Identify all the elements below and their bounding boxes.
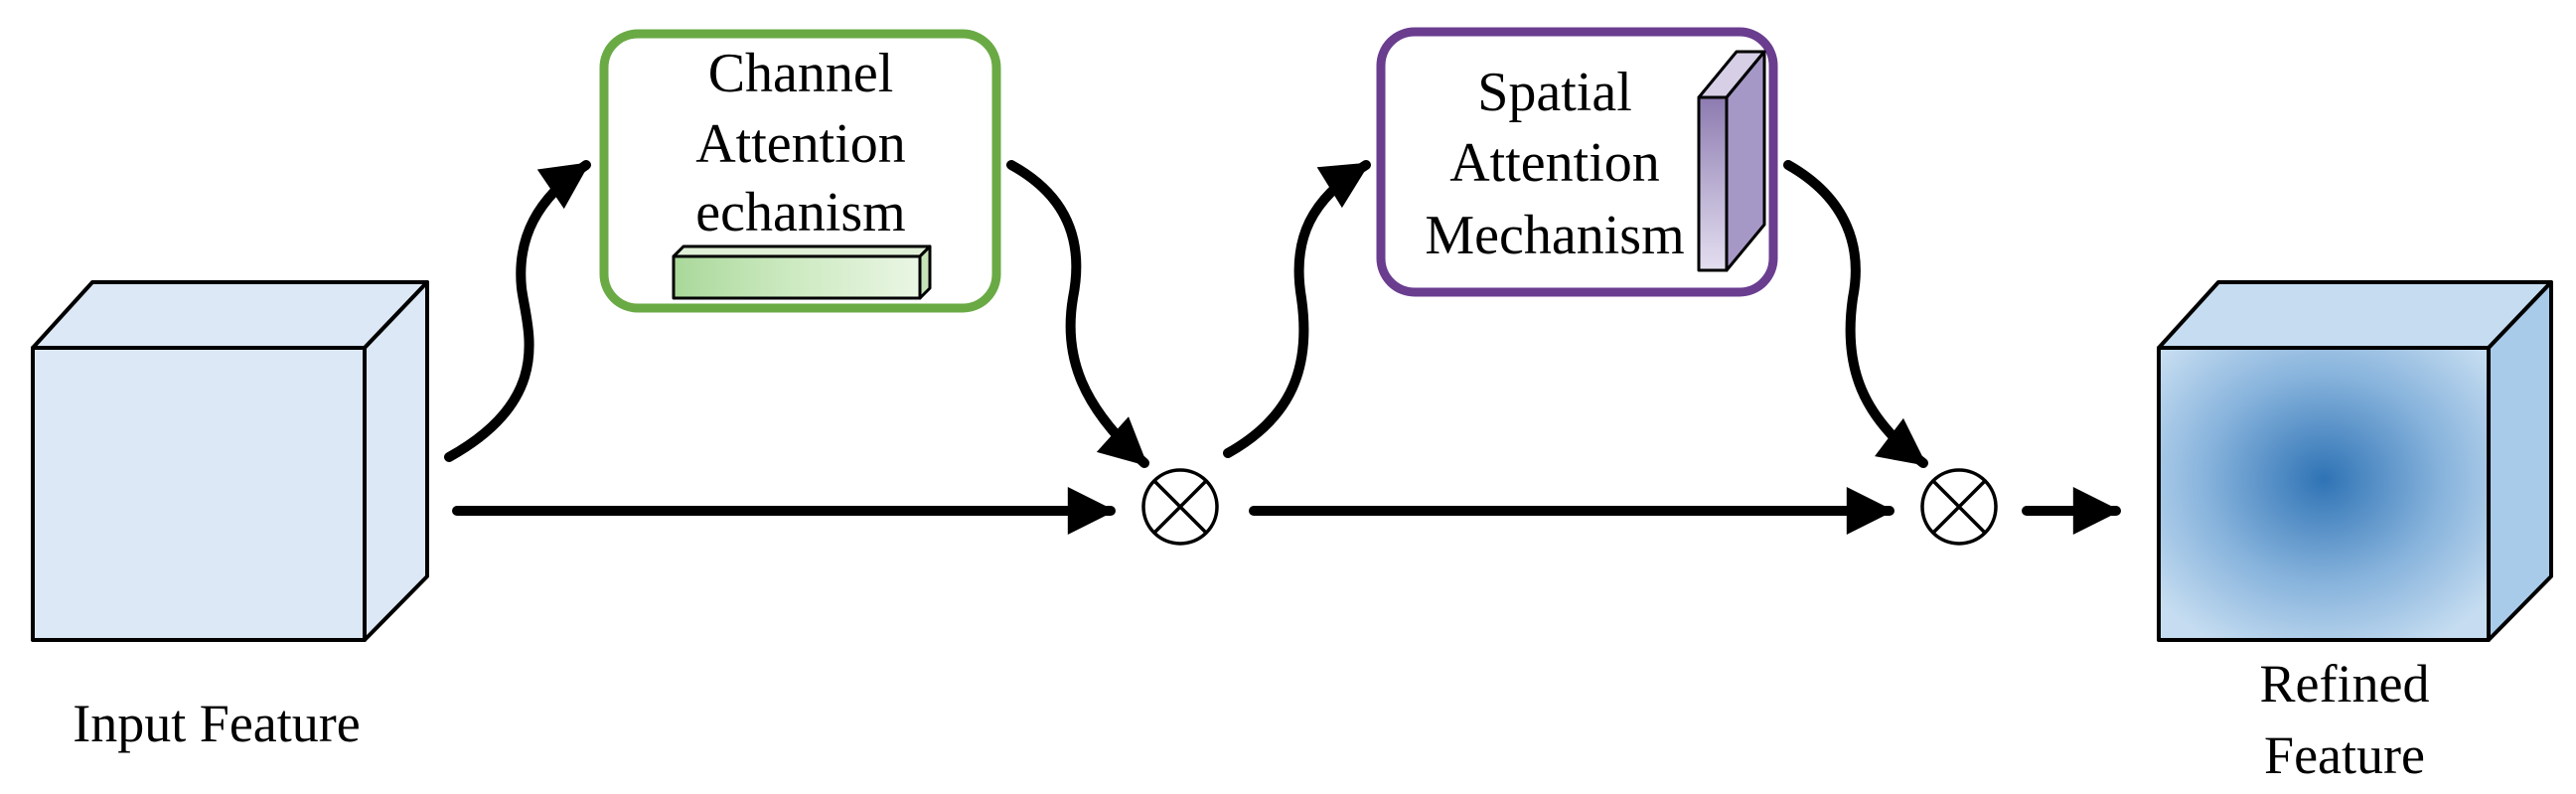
- arrow-spatial-attention-to-multiply-2: [1783, 160, 1928, 468]
- arrow-channel-attention-to-multiply-1: [1006, 160, 1149, 468]
- multiply-operator-1: [1141, 468, 1219, 546]
- refined-cube-side-face: [2487, 280, 2553, 642]
- spatial-attention-line-1: Spatial: [1477, 62, 1632, 123]
- input-feature-label: Input Feature: [73, 694, 360, 753]
- arrow-input-to-channel-attention: [444, 160, 591, 462]
- channel-attention-line-2: Attention: [695, 113, 906, 175]
- refined-cube-top-face: [2157, 280, 2553, 350]
- spatial-map-icon: [1697, 50, 1766, 272]
- channel-vector-icon: [672, 244, 932, 300]
- spatial-attention-line-3: Mechanism: [1425, 205, 1684, 266]
- channel-attention-module: Channel Attention echanism: [599, 29, 1001, 313]
- input-feature-cube: [31, 280, 429, 642]
- input-cube-front-face: [31, 346, 367, 642]
- multiply-operator-2: [1920, 468, 1998, 546]
- spatial-attention-box: [1376, 27, 1778, 297]
- channel-attention-line-3: echanism: [695, 182, 905, 243]
- refined-feature-cube: [2157, 280, 2553, 642]
- refined-cube-front-face: [2157, 346, 2491, 642]
- channel-attention-line-1: Channel: [708, 43, 894, 104]
- input-cube-top-face: [31, 280, 429, 350]
- spatial-attention-module: Spatial Attention Mechanism: [1376, 27, 1778, 297]
- spatial-attention-line-2: Attention: [1449, 132, 1660, 194]
- input-cube-side-face: [363, 280, 429, 642]
- refined-feature-line-1: Refined: [2260, 654, 2430, 714]
- arrow-multiply-1-to-spatial-attention: [1223, 160, 1371, 458]
- channel-attention-box: [599, 29, 1001, 313]
- refined-feature-line-2: Feature: [2264, 725, 2425, 785]
